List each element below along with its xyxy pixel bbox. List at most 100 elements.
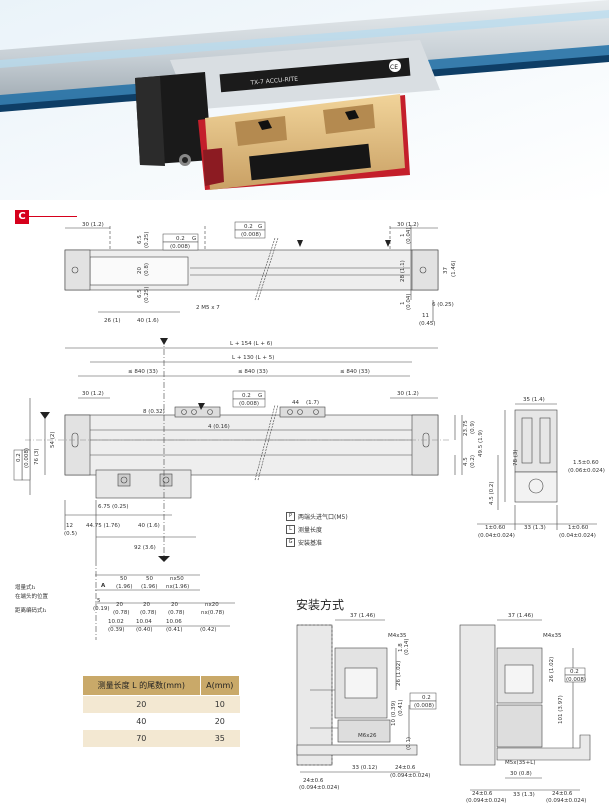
ref-row2-b1-inch: (0.39) bbox=[108, 627, 125, 633]
legend-item: P 两端头进气口(M5) bbox=[286, 510, 348, 523]
ref-row1-v3: nx50 bbox=[170, 576, 184, 582]
dim-49-5: 49.5 (1.9) bbox=[478, 430, 484, 457]
dim-44: 44 bbox=[292, 400, 299, 406]
ref-row2-b2: 10.04 bbox=[136, 619, 152, 625]
rail-label-text: TX-7 ACCU-RITE bbox=[249, 75, 298, 86]
ref-row2-v1: 5 bbox=[97, 598, 101, 604]
ref-row2-v5: nx20 bbox=[205, 602, 219, 608]
table-cell: 35 bbox=[200, 730, 240, 747]
tol-front-inch: (0.008) bbox=[239, 401, 259, 407]
dim-37-inch: (1.46) bbox=[451, 260, 457, 277]
table-cell: 40 bbox=[82, 713, 201, 730]
dim-37: 37 bbox=[443, 267, 449, 274]
ref-row1-v1-inch: (1.96) bbox=[116, 584, 133, 590]
inst-left-1-8: 1.8 bbox=[398, 643, 404, 652]
tol-top-left-datum: G bbox=[192, 236, 196, 242]
side-view-profile bbox=[514, 409, 558, 473]
dim-side-left-inch: (0.04±0.024) bbox=[478, 533, 515, 539]
dim-4-5: 4.5 bbox=[463, 457, 469, 466]
dim-20: 20 bbox=[137, 267, 143, 274]
ref-row1-v2: 50 bbox=[146, 576, 153, 582]
dim-side-left: 1±0.60 bbox=[485, 525, 506, 531]
inst-right-tol-inch: (0.008) bbox=[566, 677, 586, 683]
dim-76: 76 (3) bbox=[34, 448, 40, 465]
dim-top-right: 30 (1.2) bbox=[397, 222, 419, 228]
datum-arrow bbox=[297, 240, 303, 247]
inst-left-24-b: 24±0.6 bbox=[395, 765, 416, 771]
dim-side-right: 1±0.60 bbox=[568, 525, 589, 531]
dim-40-front: 40 (1.6) bbox=[138, 523, 160, 529]
rail-label-panel bbox=[219, 57, 411, 93]
ref-row2-b4: (0.42) bbox=[200, 627, 217, 633]
inst-left-tol-inch: (0.008) bbox=[414, 703, 434, 709]
install-left-wall bbox=[296, 624, 333, 766]
inst-right-37: 37 (1.46) bbox=[508, 613, 533, 619]
dim-6-5: 6.5 bbox=[137, 235, 143, 244]
inst-left-24-a: 24±0.6 bbox=[303, 778, 324, 784]
tol-top-left-inch: (0.008) bbox=[170, 244, 190, 250]
inst-left-10-5: (0.41) bbox=[398, 699, 404, 716]
ref-row1-a: A bbox=[101, 583, 106, 589]
table-row: 20 10 bbox=[82, 695, 240, 713]
dim-top-left: 30 (1.2) bbox=[82, 222, 104, 228]
table-cell: 10 bbox=[200, 695, 240, 713]
inst-left-26: 26 (1.02) bbox=[396, 661, 402, 686]
tol-top-left-value: 0.2 bbox=[176, 236, 185, 242]
legend-item: L 测量长度 bbox=[286, 523, 348, 536]
ref-row1-v3-inch: nx(1.96) bbox=[166, 584, 189, 590]
tol-vertical-inch: (0.008) bbox=[24, 448, 30, 468]
inst-right-26: 26 (1.02) bbox=[549, 657, 555, 682]
ref-row2-b2-inch: (0.40) bbox=[136, 627, 153, 633]
product-photo: TX-7 ACCU-RITE CE bbox=[0, 0, 609, 200]
inst-left-1-8-inch: (0.14) bbox=[404, 638, 410, 655]
inst-right-33: 33 (1.3) bbox=[513, 792, 535, 798]
dim-front-right: 30 (1.2) bbox=[397, 391, 419, 397]
ref-row2-v2: 20 bbox=[116, 602, 123, 608]
inst-left-24-b-inch: (0.094±0.024) bbox=[390, 773, 430, 779]
tol-front-value: 0.2 bbox=[242, 393, 251, 399]
ref-row2-v4-inch: (0.78) bbox=[168, 610, 185, 616]
ref-row2-v2-inch: (0.78) bbox=[113, 610, 130, 616]
ref-row2-label: 距离编码式I₁ bbox=[15, 606, 46, 614]
inst-left-24-a-inch: (0.094±0.024) bbox=[299, 785, 339, 791]
legend-key: G bbox=[286, 538, 295, 547]
legend-item: G 安装基准 bbox=[286, 536, 348, 549]
ref-row2-b1: 10.02 bbox=[108, 619, 124, 625]
legend-text: 测量长度 bbox=[298, 527, 323, 534]
inst-right-m5: M5x(35+L) bbox=[505, 760, 535, 766]
dim-20-inch: (0.8) bbox=[144, 263, 150, 276]
dim-26: 26 (1) bbox=[104, 318, 121, 324]
dim-1-7: (1.7) bbox=[306, 400, 319, 406]
ref-row1-v1: 50 bbox=[120, 576, 127, 582]
dim-1-bottom-inch: (0.04) bbox=[406, 293, 412, 310]
length-table: 测量长度 L 的尾数(mm) A(mm) 20 10 40 20 70 35 bbox=[82, 675, 241, 747]
ref-row2-b3: 10.06 bbox=[166, 619, 182, 625]
ref-row2-v1-inch: (0.19) bbox=[93, 606, 110, 612]
dim-span-2: ≤ 840 (33) bbox=[238, 369, 268, 375]
dim-side-35: 35 (1.4) bbox=[523, 397, 545, 403]
dim-span-1: ≤ 840 (33) bbox=[128, 369, 158, 375]
legend: P 两端头进气口(M5) L 测量长度 G 安装基准 bbox=[286, 510, 348, 549]
section-badge: C bbox=[15, 210, 29, 224]
dim-23-75: 23.75 bbox=[463, 420, 469, 436]
tol-front-datum: G bbox=[258, 393, 262, 399]
ref-row2-v4: 20 bbox=[171, 602, 178, 608]
dim-23-75-inch: (0.9) bbox=[470, 421, 476, 434]
inst-left-tol: 0.2 bbox=[422, 695, 431, 701]
dim-side-4-5: 4.5 (0.2) bbox=[489, 481, 495, 505]
tol-top-mid-value: 0.2 bbox=[244, 224, 253, 230]
dim-11: 11 bbox=[422, 313, 429, 319]
section-badge-line bbox=[29, 216, 77, 217]
tol-vertical-value: 0.2 bbox=[16, 453, 22, 462]
inst-right-24-b-inch: (0.094±0.024) bbox=[546, 798, 586, 804]
table-cell: 70 bbox=[82, 730, 201, 747]
inst-left-m6: M6x26 bbox=[358, 733, 377, 739]
dim-6-5-inch: (0.25) bbox=[144, 231, 150, 248]
table-header: 测量长度 L 的尾数(mm) bbox=[82, 675, 201, 696]
ref-row2-b3-inch: (0.41) bbox=[166, 627, 183, 633]
dim-4: 4 (0.16) bbox=[208, 424, 230, 430]
dim-12: 12 bbox=[66, 523, 73, 529]
ref-row2-v3-inch: (0.78) bbox=[140, 610, 157, 616]
inst-left-m4: M4x35 bbox=[388, 633, 407, 639]
